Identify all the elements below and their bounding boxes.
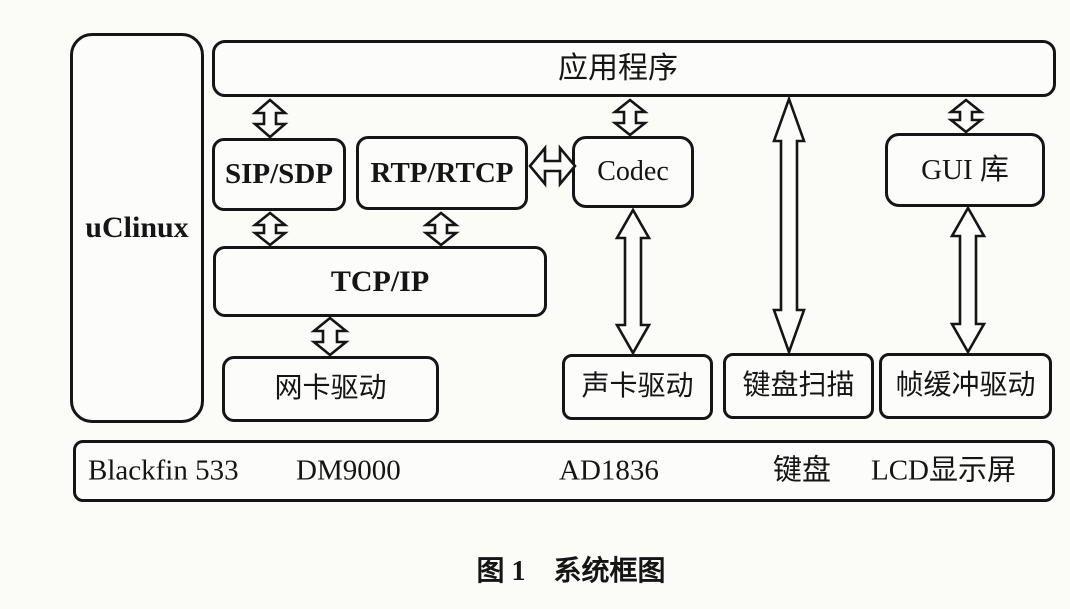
box-codec-label: Codec bbox=[597, 156, 669, 187]
box-sip-sdp-label: SIP/SDP bbox=[225, 158, 333, 190]
arrow-app-keyboardscan-icon bbox=[772, 95, 806, 356]
figure-caption-title: 系统框图 bbox=[553, 556, 666, 587]
figure-caption-number: 图 1 bbox=[476, 556, 526, 587]
hardware-bar: Blackfin 533 DM9000 AD1836 键盘 LCD显示屏 bbox=[73, 440, 1055, 502]
box-tcp-ip-label: TCP/IP bbox=[330, 264, 430, 298]
hw-item-ad1836: AD1836 bbox=[559, 454, 659, 487]
box-framebuffer-driver-label: 帧缓冲驱动 bbox=[895, 370, 1036, 401]
figure-caption: 图 1 系统框图 bbox=[36, 554, 1070, 590]
box-nic-driver: 网卡驱动 bbox=[222, 356, 439, 422]
arrow-app-sipsdp-icon bbox=[251, 98, 289, 139]
arrow-rtprtcp-codec-icon bbox=[528, 144, 577, 188]
hw-item-blackfin: Blackfin 533 bbox=[88, 454, 239, 487]
box-tcp-ip: TCP/IP bbox=[213, 246, 547, 317]
arrow-sipsdp-tcpip-icon bbox=[251, 211, 289, 247]
box-gui-library-label: GUI 库 bbox=[921, 153, 1009, 186]
arrow-app-codec-icon bbox=[611, 98, 649, 137]
hw-item-keyboard: 键盘 bbox=[773, 454, 832, 487]
box-application-layer: 应用程序 bbox=[212, 40, 1056, 97]
box-rtp-rtcp-label: RTP/RTCP bbox=[370, 156, 514, 189]
arrow-codec-sound-icon bbox=[614, 207, 652, 356]
box-application-label: 应用程序 bbox=[558, 51, 678, 85]
box-framebuffer-driver: 帧缓冲驱动 bbox=[879, 353, 1052, 419]
box-sip-sdp: SIP/SDP bbox=[212, 138, 346, 211]
box-sound-driver: 声卡驱动 bbox=[562, 354, 713, 420]
box-sound-driver-label: 声卡驱动 bbox=[581, 371, 694, 402]
arrow-app-guilib-icon bbox=[947, 98, 985, 134]
box-nic-driver-label: 网卡驱动 bbox=[274, 373, 387, 404]
arrow-layer bbox=[251, 95, 987, 357]
box-codec: Codec bbox=[572, 136, 694, 208]
arrow-tcpip-nic-icon bbox=[310, 316, 350, 357]
hw-item-dm9000: DM9000 bbox=[296, 454, 401, 487]
box-gui-library: GUI 库 bbox=[885, 133, 1045, 207]
arrow-rtprtcp-tcpip-icon bbox=[422, 211, 460, 247]
box-keyboard-scan: 键盘扫描 bbox=[723, 353, 874, 419]
box-uclinux-label: uClinux bbox=[85, 211, 189, 244]
box-uclinux: uClinux bbox=[70, 33, 204, 423]
box-rtp-rtcp: RTP/RTCP bbox=[356, 136, 528, 210]
box-keyboard-scan-label: 键盘扫描 bbox=[742, 370, 855, 401]
arrow-guilib-framebuffer-icon bbox=[949, 205, 987, 355]
hw-item-lcd: LCD显示屏 bbox=[871, 454, 1017, 487]
